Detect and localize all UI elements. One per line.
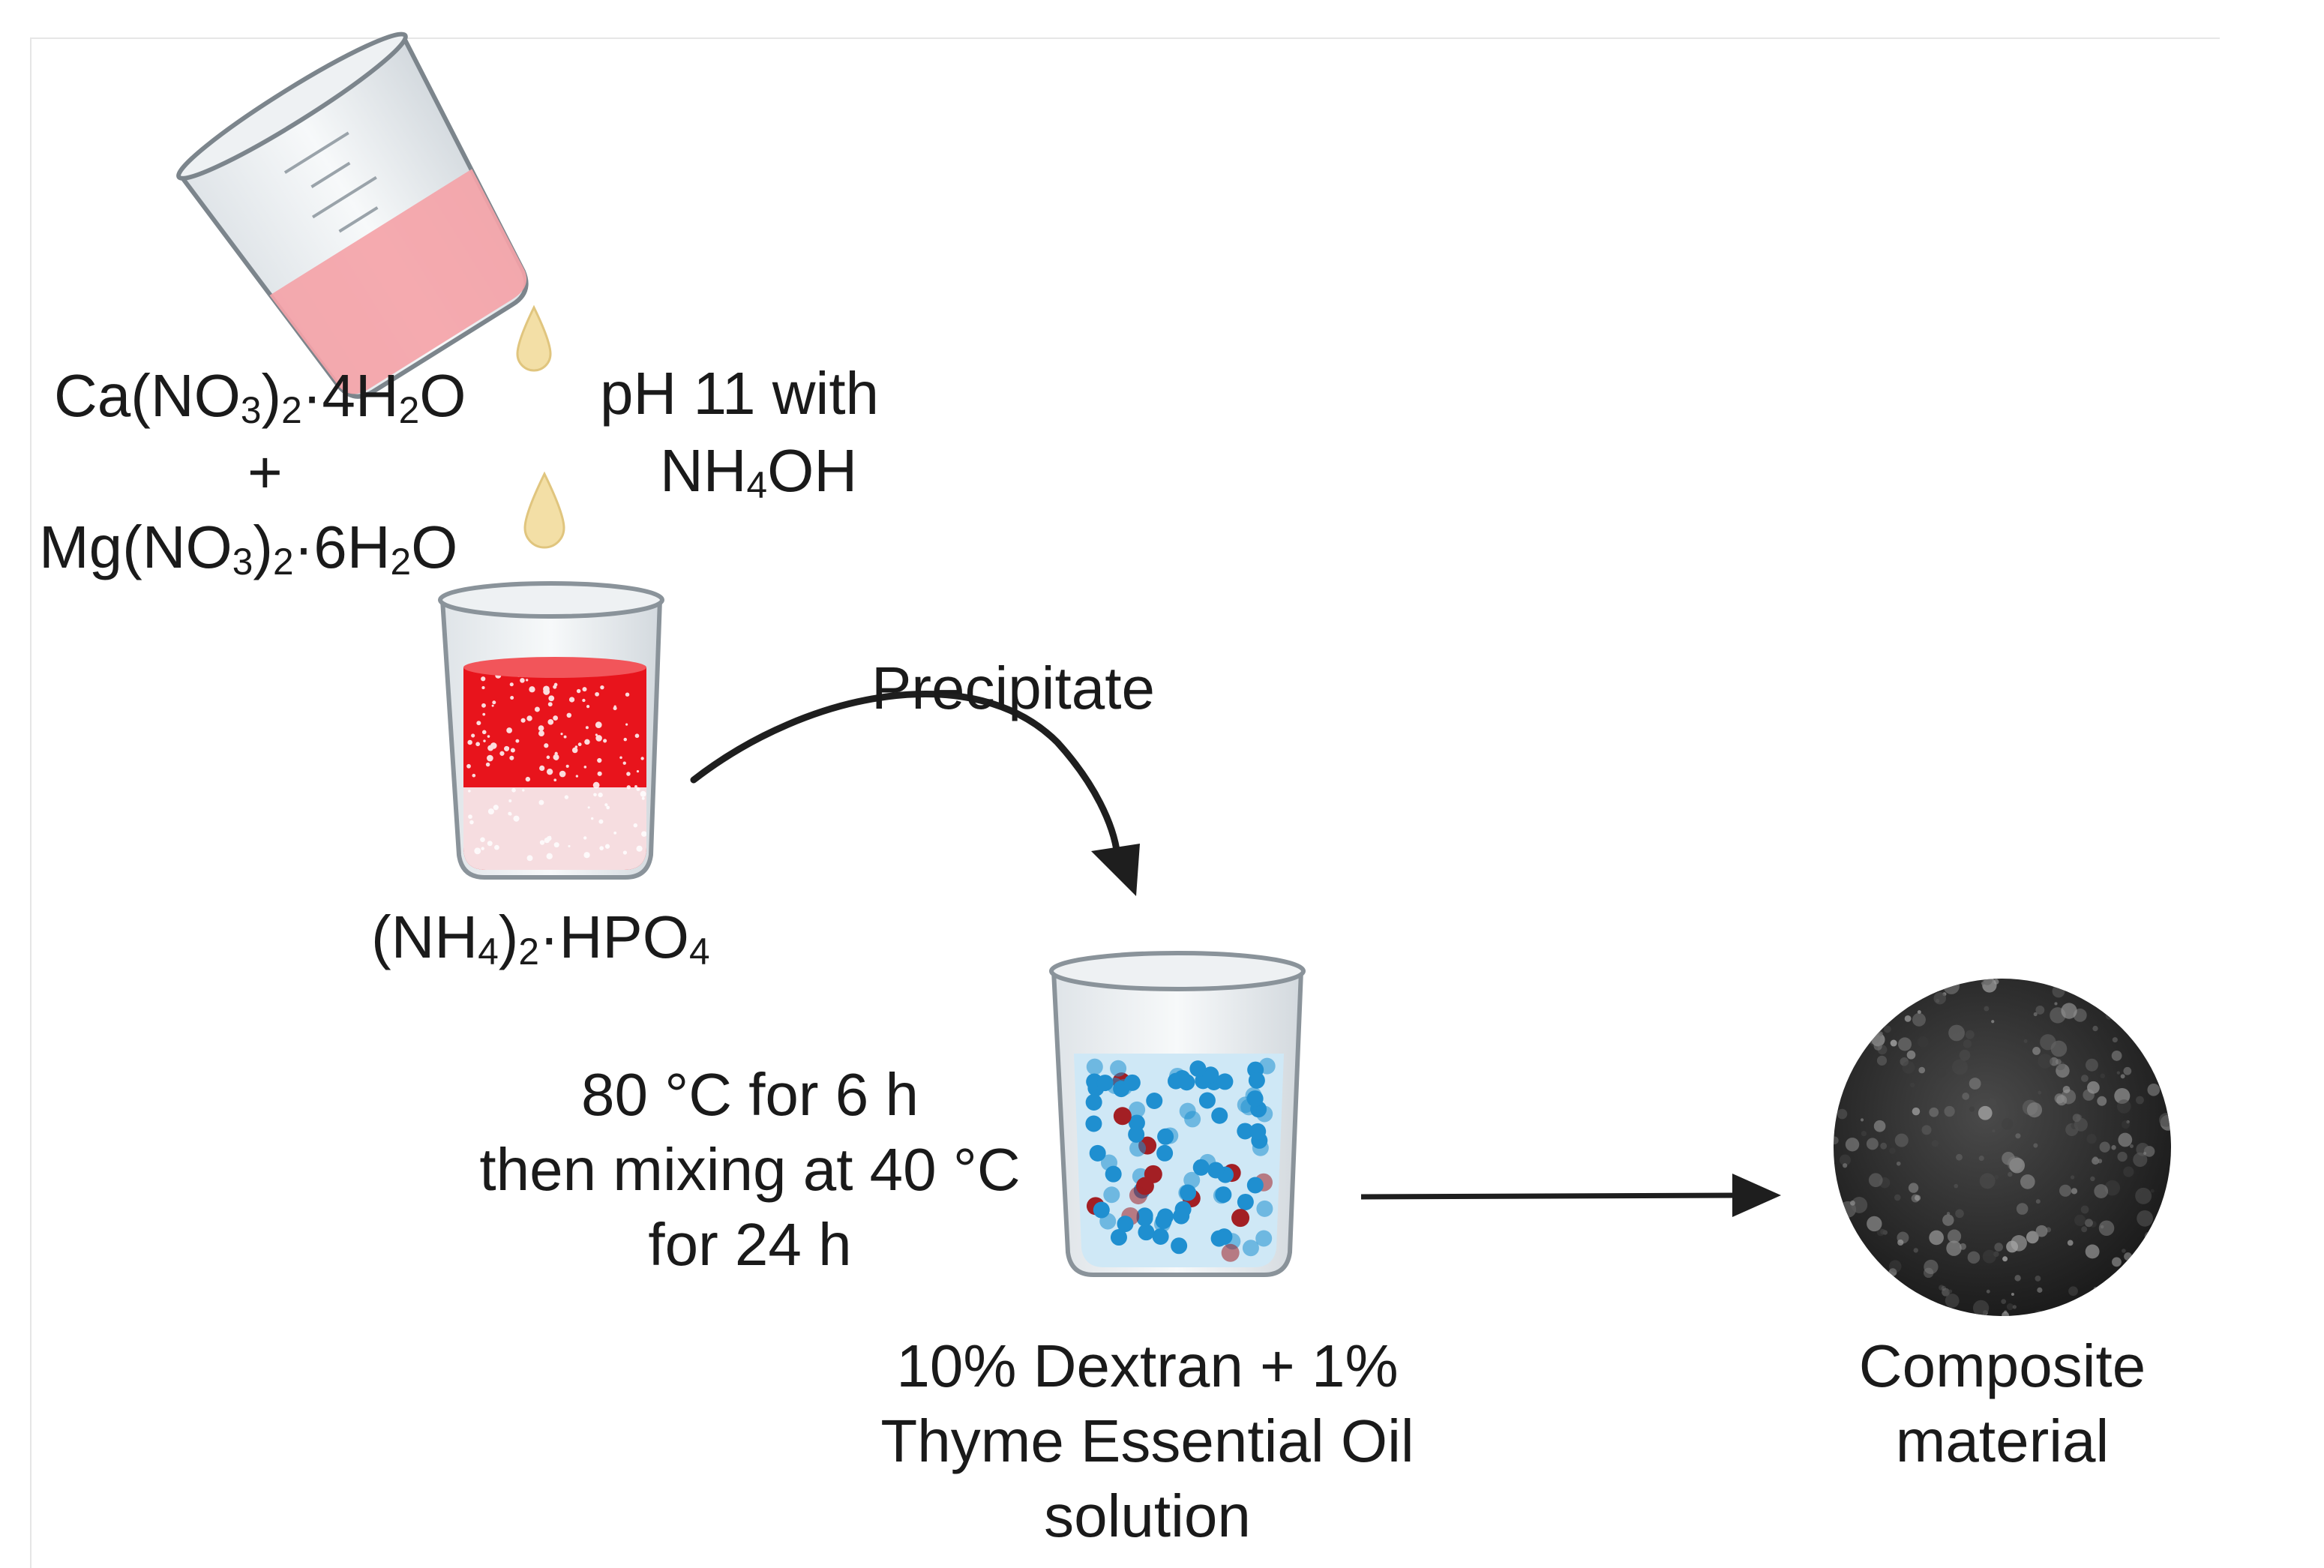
blue-particle: [1171, 1237, 1188, 1255]
red-particle: [1129, 1186, 1147, 1205]
ph-label-line2: NH4OH: [660, 437, 858, 506]
droplet-icon: [523, 471, 565, 549]
blue-particle: [1110, 1060, 1127, 1077]
particle-beaker-icon: [1049, 951, 1306, 1277]
blue-particle: [1180, 1184, 1197, 1201]
product-line-2: material: [1895, 1408, 2110, 1474]
blue-particle: [1199, 1153, 1216, 1171]
solution-line-3: solution: [1044, 1483, 1251, 1549]
blue-particle: [1089, 1144, 1106, 1162]
blue-particle: [1086, 1058, 1103, 1075]
blue-particle: [1246, 1177, 1264, 1194]
blue-particle: [1138, 1224, 1155, 1241]
composite-disc-icon: [1834, 979, 2171, 1316]
blue-particle: [1085, 1115, 1102, 1132]
blue-particle: [1110, 1229, 1127, 1246]
solution-line-1: 10% Dextran + 1%: [896, 1333, 1399, 1399]
solution-label: 10% Dextran + 1% Thyme Essential Oil sol…: [810, 1329, 1485, 1554]
blue-particle: [1256, 1105, 1273, 1123]
red-particle: [1221, 1243, 1240, 1262]
blue-particle: [1103, 1186, 1120, 1204]
blue-particle: [1173, 1207, 1190, 1225]
conditions-label: 80 °C for 6 h then mixing at 40 °C for 2…: [435, 1057, 1065, 1282]
conditions-line-2: then mixing at 40 °C: [479, 1136, 1021, 1203]
blue-particle: [1129, 1101, 1146, 1118]
blue-particle: [1152, 1228, 1169, 1246]
pouring-beaker-icon: [176, 31, 529, 399]
blue-particle: [1189, 1060, 1207, 1078]
blue-particle: [1202, 1066, 1219, 1084]
blue-particle: [1237, 1123, 1254, 1140]
blue-particle: [1096, 1075, 1114, 1092]
blue-particle: [1117, 1216, 1134, 1233]
blue-particle: [1128, 1126, 1145, 1143]
blue-particle: [1093, 1201, 1110, 1219]
blue-particle: [1249, 1123, 1267, 1140]
blue-particle: [1213, 1187, 1230, 1204]
reagent-ca-label: Ca(NO3)2·4H2O: [54, 362, 466, 431]
blue-particle: [1256, 1200, 1273, 1217]
product-label: Composite material: [1777, 1329, 2227, 1479]
red-particle: [1113, 1107, 1132, 1126]
plus-sign: +: [247, 439, 283, 505]
precipitate-label: Precipitate: [871, 655, 1155, 721]
red-particle: [1231, 1209, 1250, 1228]
blue-particle: [1136, 1210, 1153, 1227]
blue-particle: [1210, 1230, 1228, 1247]
frame-border-left: [30, 37, 31, 1568]
reagent-mg-label: Mg(NO3)2·6H2O: [39, 514, 458, 583]
blue-particle: [1255, 1230, 1273, 1247]
conditions-line-3: for 24 h: [648, 1211, 852, 1278]
product-arrow: [1360, 1174, 1781, 1217]
blue-particle: [1179, 1102, 1196, 1120]
frame-border-top: [30, 37, 2220, 39]
blue-particle: [1237, 1193, 1254, 1210]
blue-particle: [1246, 1090, 1264, 1108]
blue-particle: [1198, 1092, 1216, 1109]
precipitate-arrow: [690, 691, 1140, 896]
blue-particle: [1248, 1072, 1265, 1089]
blue-particle: [1183, 1171, 1201, 1189]
red-solution-beaker-icon: [438, 581, 664, 880]
phosphate-label: (NH4)2·HPO4: [371, 904, 710, 973]
blue-particle: [1146, 1092, 1163, 1109]
ph-label-line1: pH 11 with: [600, 360, 880, 427]
blue-particle: [1123, 1074, 1141, 1091]
blue-particle: [1085, 1093, 1102, 1111]
blue-particle: [1162, 1127, 1179, 1144]
blue-particle: [1156, 1144, 1174, 1162]
blue-particle: [1129, 1140, 1147, 1157]
conditions-line-1: 80 °C for 6 h: [581, 1061, 919, 1128]
blue-particle: [1216, 1073, 1234, 1090]
blue-particle: [1105, 1165, 1122, 1183]
droplet-icon: [516, 304, 552, 372]
blue-particle: [1242, 1240, 1259, 1257]
product-line-1: Composite: [1858, 1333, 2146, 1399]
blue-particle: [1252, 1139, 1269, 1156]
blue-particle: [1178, 1074, 1195, 1091]
blue-particle: [1211, 1107, 1228, 1124]
solution-line-2: Thyme Essential Oil: [880, 1408, 1414, 1474]
blue-particle: [1155, 1212, 1172, 1229]
